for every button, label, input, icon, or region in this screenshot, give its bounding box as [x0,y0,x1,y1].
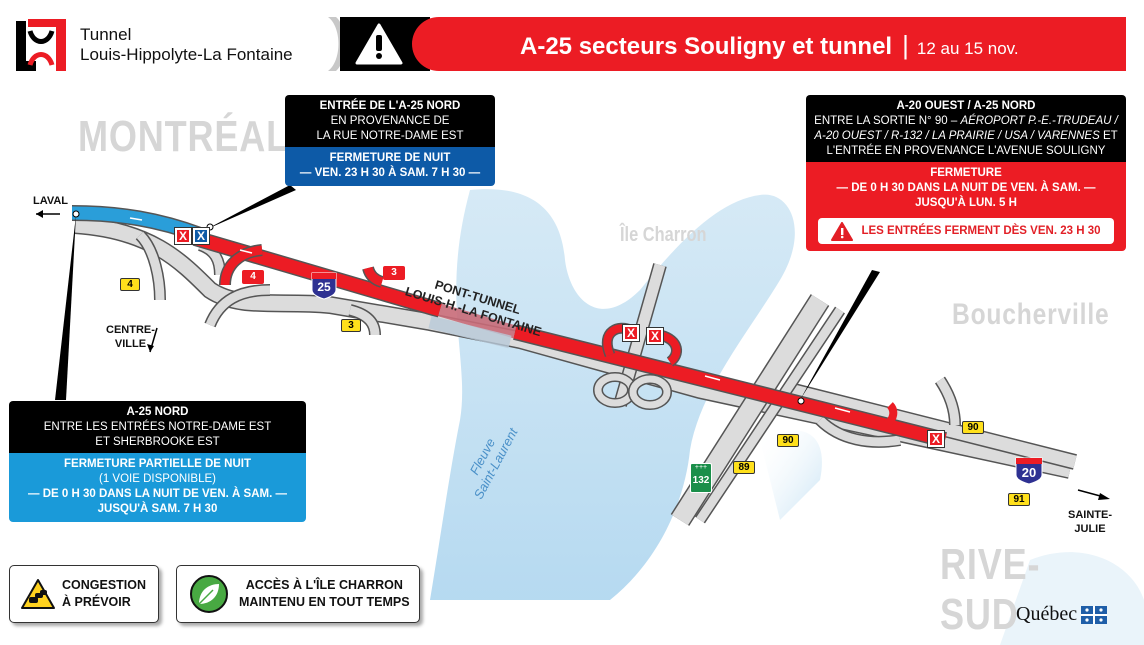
exit-tag: 89 [733,461,755,474]
label-centre-ville: CENTRE- VILLE [106,324,155,350]
congestion-icon [21,579,55,609]
brand-name: Tunnel Louis-Hippolyte-La Fontaine [80,25,293,64]
quebec-logo: Québec [1016,603,1108,626]
closure-x-icon: X [192,227,210,245]
region-boucherville: Boucherville [952,298,1110,331]
callout-notre-dame: ENTRÉE DE L'A-25 NORD EN PROVENANCE DE L… [285,95,495,186]
page-title: A-25 secteurs Souligny et tunnel|12 au 1… [520,30,1019,60]
exit-tag-closed: 3 [383,266,405,280]
river-water [430,189,795,600]
exit-tag: 4 [120,278,140,291]
callout-a20-a25: A-20 OUEST / A-25 NORD ENTRE LA SORTIE N… [806,95,1126,251]
header-title-bar [412,17,1126,71]
label-sainte-julie: SAINTE- JULIE [1068,509,1112,535]
legend-congestion: CONGESTION À PRÉVOIR [9,565,159,623]
exit-tag: 90 [962,421,984,434]
closure-x-icon: X [927,430,945,448]
leaf-icon [190,575,228,613]
label-laval: LAVAL [33,195,69,207]
quebec-flag-icon [1081,605,1108,624]
closure-x-icon: X [646,327,664,345]
shield-a25-icon: 25 [311,272,337,300]
closure-x-icon: X [622,324,640,342]
entries-warning: LES ENTRÉES FERMENT DÈS VEN. 23 H 30 [818,218,1114,244]
date-range: 12 au 15 nov. [916,39,1019,58]
exit-tag: 3 [341,319,361,332]
shield-a20-icon: 20 [1015,457,1043,485]
callout-a25-nord: A-25 NORD ENTRE LES ENTRÉES NOTRE-DAME E… [9,401,306,522]
warning-triangle-icon [831,221,854,241]
warning-triangle-icon [355,23,403,65]
region-rive-sud: RIVE-SUD [940,540,1041,639]
exit-tag: 90 [777,434,799,447]
label-ile-charron: Île Charron [620,224,707,246]
tunnel-logo [14,17,68,71]
exit-tag-closed: 4 [242,270,264,284]
shield-r132-icon: +++ 132 [690,463,712,493]
exit-tag: 91 [1008,493,1030,506]
closure-x-icon: X [174,227,192,245]
region-montreal: MONTRÉAL [78,112,289,161]
legend-ile-charron-access: ACCÈS À L'ÎLE CHARRON MAINTENU EN TOUT T… [176,565,420,623]
